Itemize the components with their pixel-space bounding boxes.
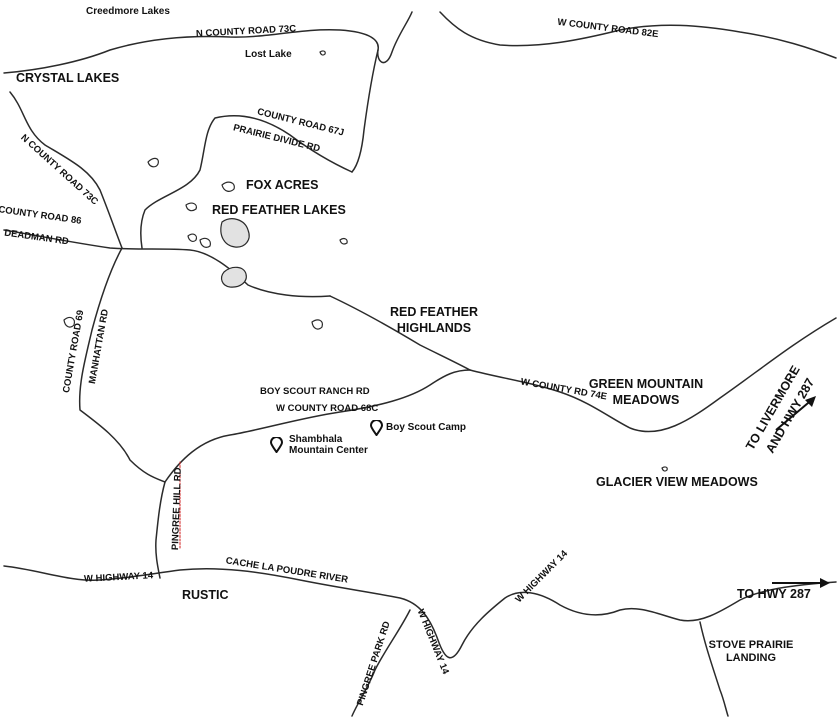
label-green-mountain-meadows-line2: MEADOWS (612, 392, 680, 407)
pond-lost-lake (319, 50, 326, 56)
label-green-mountain-meadows-line1: GREEN MOUNTAIN (588, 377, 704, 391)
label-rustic: RUSTIC (182, 588, 229, 602)
label-red-feather-highlands: RED FEATHER HIGHLANDS (384, 306, 484, 334)
arrow-icon (772, 392, 822, 439)
label-shambhala-line2: Mountain Center (289, 445, 368, 456)
label-red-feather-highlands-line1: RED FEATHER (390, 305, 478, 319)
pond-manhattan (63, 316, 75, 328)
road-w-county-road-68c (164, 369, 471, 483)
label-glacier-view-meadows: GLACIER VIEW MEADOWS (596, 475, 758, 489)
map-pin-icon[interactable] (370, 420, 383, 436)
pond-highlands (311, 319, 323, 330)
label-shambhala-line1: Shambhala (289, 434, 343, 445)
pond-mid (187, 233, 198, 242)
road-pingree-hill-rd (155, 481, 166, 579)
pond-west (147, 157, 159, 168)
map-pin-icon[interactable] (270, 437, 283, 453)
road-w-county-rd-74e (469, 317, 837, 433)
label-red-feather-lakes: RED FEATHER LAKES (212, 203, 346, 217)
arrow-icon (770, 575, 832, 596)
label-shambhala-mountain-center: Shambhala Mountain Center (289, 435, 368, 456)
road-county-road-86 (3, 229, 331, 298)
label-lost-lake: Lost Lake (245, 49, 292, 60)
road-w-county-road-82e (439, 11, 837, 59)
label-green-mountain-meadows: GREEN MOUNTAIN MEADOWS (576, 378, 716, 406)
road-county-road-69 (78, 247, 166, 483)
label-stove-prairie-landing-line1: STOVE PRAIRIE (708, 639, 794, 651)
pond-fox-acres-3 (199, 237, 211, 248)
label-creedmore-lakes: Creedmore Lakes (86, 6, 170, 17)
road-n-county-road-73c-top (3, 11, 413, 74)
label-red-feather-highlands-line2: HIGHLANDS (396, 320, 472, 335)
road-w-highway-14 (3, 565, 837, 659)
pond-east (339, 237, 348, 245)
road-stove-prairie (699, 621, 729, 717)
pond-fox-acres-2 (185, 202, 197, 212)
label-to-hwy-287: TO HWY 287 (737, 587, 811, 601)
road-red-feather-highlands (329, 295, 471, 371)
road-pingree-park-rd (351, 609, 411, 717)
label-stove-prairie-landing: STOVE PRAIRIE LANDING (696, 640, 806, 664)
label-crystal-lakes: CRYSTAL LAKES (16, 71, 120, 85)
label-boy-scout-ranch-rd: BOY SCOUT RANCH RD (260, 386, 370, 397)
label-fox-acres: FOX ACRES (246, 178, 319, 192)
lake-red-feather-main (220, 218, 250, 248)
pond-fox-acres-1 (221, 181, 235, 192)
road-n-county-road-73c-diag (9, 91, 123, 249)
lake-south (220, 266, 247, 288)
road-county-road-67j (140, 115, 353, 249)
label-w-county-road-68c: W COUNTY ROAD 68C (276, 403, 379, 414)
pond-glacier (661, 466, 668, 472)
label-stove-prairie-landing-line2: LANDING (725, 652, 777, 664)
label-boy-scout-camp: Boy Scout Camp (386, 422, 467, 433)
road-loop-east (351, 49, 379, 173)
